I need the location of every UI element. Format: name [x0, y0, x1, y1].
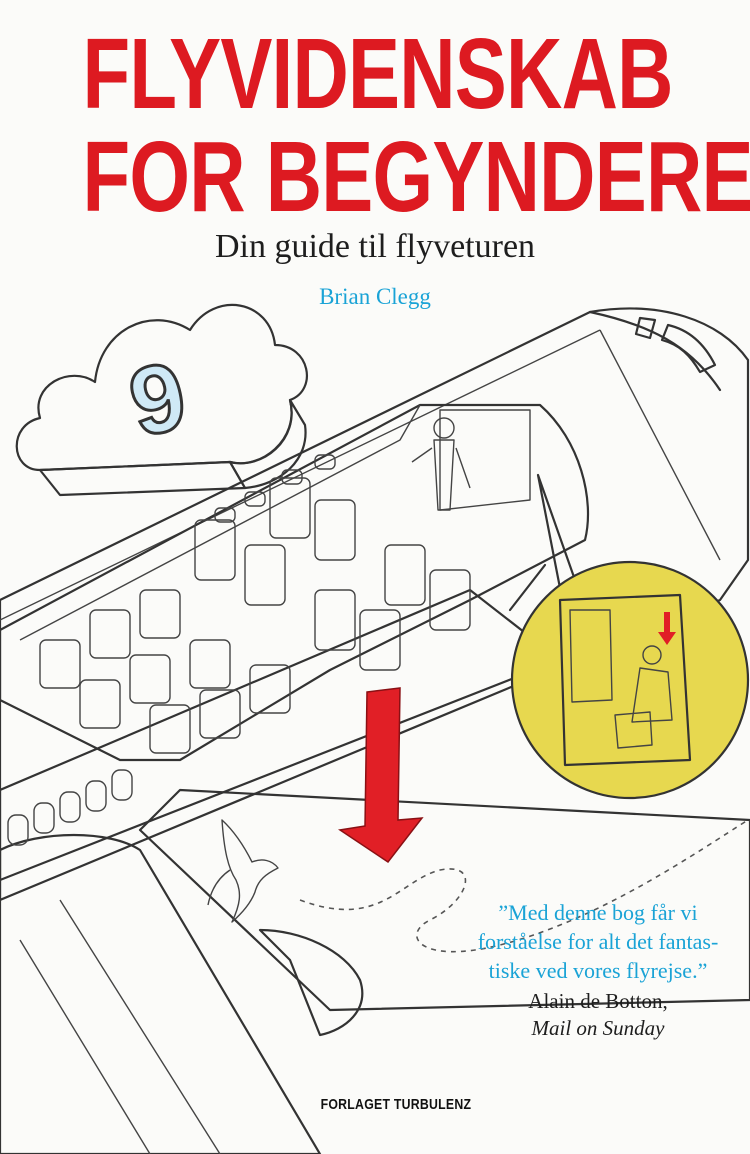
- quote-line: ”Med denne bog får vi: [498, 900, 698, 925]
- flight-path: [299, 819, 749, 953]
- cloud-icon: 9: [15, 303, 308, 497]
- quote-source: Mail on Sunday: [531, 1016, 665, 1040]
- cabin-cutaway: [0, 403, 590, 762]
- fuselage-windows: [7, 769, 133, 846]
- airplane-fuselage: [0, 307, 750, 902]
- review-quote: ”Med denne bog får vi forståelse for alt…: [452, 898, 744, 985]
- quote-line: tiske ved vores flyrejse.”: [488, 958, 708, 983]
- airplane-wing: [0, 788, 750, 1154]
- red-arrow-icon: [337, 687, 424, 864]
- quote-attribution: Alain de Botton, Mail on Sunday: [452, 988, 744, 1042]
- quote-line: forståelse for alt det fantas-: [477, 929, 719, 954]
- bird-icon: [207, 819, 279, 923]
- cloud-number: 9: [121, 342, 195, 458]
- title-line-2: FOR BEGYNDERE: [82, 121, 750, 233]
- lavatory-inset: [508, 473, 750, 800]
- quote-author: Alain de Botton,: [528, 989, 668, 1013]
- title-line-1: FLYVIDENSKAB: [82, 18, 674, 130]
- subtitle: Din guide til flyveturen: [214, 228, 536, 265]
- author-name: Brian Clegg: [319, 284, 431, 309]
- publisher-name: FORLAGET TURBULENZ: [320, 1096, 472, 1113]
